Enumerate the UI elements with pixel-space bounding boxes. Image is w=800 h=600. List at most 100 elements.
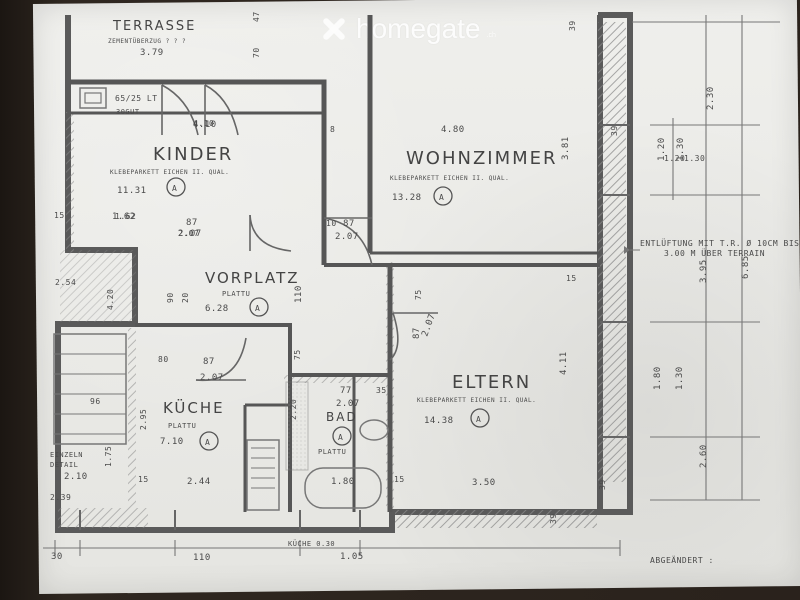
terrasse-material: ZEMENTÜBERZUG ? ? ? bbox=[108, 38, 186, 45]
dimension-10: 10 bbox=[326, 219, 337, 228]
mini-dimension-e: 1.20 bbox=[664, 154, 685, 163]
eltern-material: KLEBEPARKETT EICHEN II. QUAL. bbox=[417, 397, 536, 404]
dimension-350: 3.50 bbox=[472, 478, 496, 488]
dimension-35: 35 bbox=[376, 386, 387, 395]
homegate-domain: .ch bbox=[486, 31, 496, 39]
detail-line-2: DETAIL bbox=[50, 461, 78, 469]
room-marker-kuche: A bbox=[205, 438, 210, 447]
dimension-110a: 110 bbox=[193, 553, 211, 563]
dimension-90: 90 bbox=[166, 292, 175, 303]
dimension-15c: 15 bbox=[138, 475, 149, 484]
mini-dimension-b: 2.07 bbox=[178, 229, 199, 238]
window-openings bbox=[79, 124, 630, 530]
revision-note: ABGEÄNDERT : bbox=[650, 555, 714, 565]
ventilation-note-line-1: ENTLÜFTUNG MIT T.R. Ø 10CM BIS bbox=[640, 238, 800, 248]
room-marker-vorplatz: A bbox=[255, 304, 260, 313]
vorplatz-area: 6.28 bbox=[205, 304, 229, 314]
kuche-title: KÜCHE bbox=[163, 398, 225, 417]
dimension-96: 96 bbox=[90, 397, 101, 406]
kinder-material: KLEBEPARKETT EICHEN II. QUAL. bbox=[110, 169, 229, 176]
dimension-80: 80 bbox=[158, 355, 169, 364]
vorplatz-title: VORPLATZ bbox=[205, 269, 300, 287]
dimension-230: 2.30 bbox=[706, 86, 716, 110]
dimension-87b: 87 bbox=[343, 219, 355, 229]
dimension-207a: 2.07 bbox=[178, 229, 202, 239]
dimension-texts: 3.79 4.10 4.80 3.81 1.62 2.07 2.07 2.07 … bbox=[50, 11, 751, 563]
vorplatz-material: PLATTU bbox=[222, 290, 250, 298]
dimension-254: 2.54 bbox=[55, 278, 76, 287]
dimension-65: 65/25 LT bbox=[115, 94, 158, 103]
dimension-685: 6.85 bbox=[741, 255, 751, 279]
dimension-207d: 2.07 bbox=[420, 312, 437, 338]
dimension-410: 4.10 bbox=[193, 120, 217, 130]
terrasse-title: TERRASSE bbox=[112, 19, 196, 34]
kinder-area: 11.31 bbox=[117, 186, 147, 196]
dimension-30: 30 bbox=[51, 552, 63, 562]
dimension-47: 47 bbox=[252, 11, 261, 22]
dimension-87d: 87 bbox=[412, 327, 422, 339]
dimension-30gut: 30GUT bbox=[116, 108, 140, 116]
bad-dimension-180: 1.80 bbox=[331, 477, 355, 487]
dimension-110b: 110 bbox=[294, 285, 304, 303]
dimension-207c: 2.07 bbox=[200, 373, 224, 383]
mini-dimension-d: 1.30 bbox=[684, 154, 705, 163]
dimension-395: 3.95 bbox=[699, 259, 709, 283]
dimension-77: 77 bbox=[340, 386, 352, 396]
dimension-39b: 39 bbox=[610, 125, 619, 136]
wohnzimmer-title: WOHNZIMMER bbox=[406, 148, 558, 169]
room-marker-bad: A bbox=[338, 433, 343, 442]
stairs-and-fixtures bbox=[53, 87, 389, 511]
room-labels: TERRASSE ZEMENTÜBERZUG ? ? ? KINDER KLEB… bbox=[108, 19, 558, 456]
dimension-20: 20 bbox=[181, 292, 190, 303]
dimension-15b: 15 bbox=[566, 274, 577, 283]
dimension-105: 1.05 bbox=[340, 552, 364, 562]
dimension-87c: 87 bbox=[203, 357, 215, 367]
dimension-39d: 39 bbox=[549, 513, 558, 524]
kinder-title: KINDER bbox=[153, 144, 233, 165]
dimension-420: 4.20 bbox=[106, 289, 115, 310]
bad-dimension-207: 2.07 bbox=[336, 399, 360, 409]
dimension-15d: 15 bbox=[394, 475, 405, 484]
eltern-area: 14.38 bbox=[424, 416, 454, 426]
room-marker-wohnzimmer: A bbox=[439, 193, 444, 202]
eltern-title: ELTERN bbox=[452, 372, 531, 393]
mini-dimension-c: 4.10 bbox=[193, 119, 214, 128]
detail-line-1: EINZELN bbox=[50, 451, 83, 459]
dimension-120: 1.20 bbox=[657, 137, 667, 161]
wohnzimmer-area: 13.28 bbox=[392, 193, 422, 203]
room-marker-eltern: A bbox=[476, 415, 481, 424]
kuche-material: PLATTU bbox=[168, 422, 196, 430]
marker-labels: A A A A A A bbox=[172, 184, 481, 447]
dimension-130a: 1.30 bbox=[675, 366, 685, 390]
wohnzimmer-material: KLEBEPARKETT EICHEN II. QUAL. bbox=[390, 175, 509, 182]
dimension-70: 70 bbox=[252, 47, 261, 58]
dimension-162: 1.62 bbox=[112, 212, 136, 222]
dimension-244: 2.44 bbox=[187, 477, 211, 487]
dimension-379: 3.79 bbox=[140, 48, 164, 58]
dimension-411: 4.11 bbox=[559, 351, 569, 375]
dimension-8: 8 bbox=[330, 125, 335, 134]
dimension-75a: 75 bbox=[414, 289, 423, 300]
mini-dimension-a: 1.62 bbox=[115, 212, 136, 221]
inner-walls bbox=[70, 15, 600, 512]
dimension-180: 1.80 bbox=[653, 366, 663, 390]
dimension-175: 1.75 bbox=[104, 446, 113, 467]
dimension-207b: 2.07 bbox=[335, 232, 359, 242]
dimension-260: 2.60 bbox=[699, 444, 709, 468]
dimension-295: 2.95 bbox=[139, 409, 148, 430]
kitchen-bottom-note: KÜCHE 0.30 bbox=[288, 539, 335, 548]
dimension-87a: 87 bbox=[186, 218, 198, 228]
dimension-480: 4.80 bbox=[441, 125, 465, 135]
bad-material: PLATTU bbox=[318, 448, 346, 456]
ventilation-note-line-2: 3.00 M ÜBER TERRAIN bbox=[664, 248, 765, 258]
dimension-210: 2.10 bbox=[64, 472, 88, 482]
dimension-15a: 15 bbox=[54, 211, 65, 220]
dimension-381: 3.81 bbox=[561, 136, 571, 160]
dimension-130b: 1.30 bbox=[676, 137, 686, 161]
dimension-39a: 39 bbox=[568, 20, 577, 31]
room-marker-kinder: A bbox=[172, 184, 177, 193]
notes: ENTLÜFTUNG MIT T.R. Ø 10CM BIS 3.00 M ÜB… bbox=[624, 238, 800, 565]
room-markers bbox=[166, 177, 490, 451]
dimension-lines bbox=[43, 15, 780, 556]
dimension-220: 2.20 bbox=[289, 399, 298, 420]
